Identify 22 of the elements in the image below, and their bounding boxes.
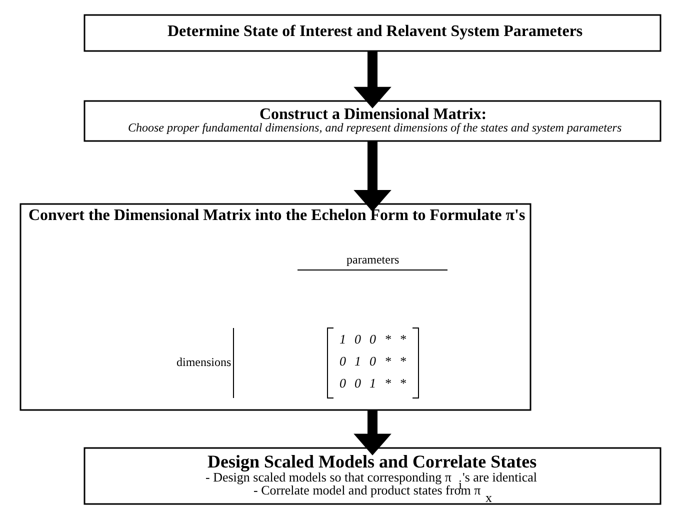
arrow <box>354 410 392 455</box>
label: 0 <box>340 352 346 368</box>
label: * <box>384 330 391 346</box>
label: 0 <box>354 374 361 390</box>
label: * <box>400 374 406 390</box>
arrow <box>354 50 392 108</box>
label: dimensions <box>176 354 232 369</box>
arrow <box>354 140 392 212</box>
label: * <box>400 352 406 368</box>
label: 1 <box>340 330 346 346</box>
label: 0 <box>370 330 376 346</box>
label: * <box>384 352 391 368</box>
label: * <box>384 374 391 390</box>
label: 0 <box>340 374 346 390</box>
label: 1 <box>370 374 376 390</box>
label: 1 <box>354 352 361 368</box>
label: * <box>400 330 406 346</box>
node-box: Construct a Dimensional Matrix: Choose proper fundamental dimensions, and represent dimensions of the states and system parameters <box>84 100 662 142</box>
label: parameters <box>346 252 400 266</box>
node-box: Determine State of Interest and Relavent System Parameters <box>84 14 662 52</box>
label: 0 <box>370 352 376 368</box>
label: 0 <box>354 330 361 346</box>
